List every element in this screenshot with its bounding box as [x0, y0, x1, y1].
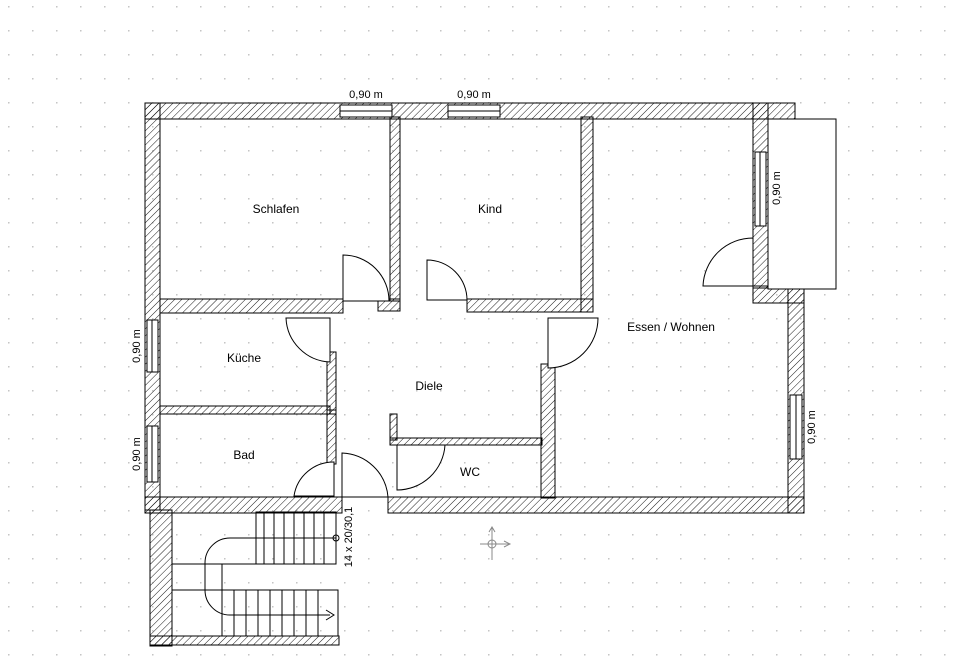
- dim-window-right-upper: 0,90 m: [771, 171, 783, 205]
- door-schlafen: [342, 254, 390, 302]
- door-bad: [293, 461, 335, 497]
- wall-wc-left-stub: [389, 413, 398, 441]
- room-label-schlafen: Schlafen: [253, 202, 300, 216]
- wall-stair-left: [149, 509, 173, 647]
- dim-window-left-upper: 0,90 m: [131, 329, 143, 363]
- room-label-bad: Bad: [233, 448, 254, 462]
- dim-stairs: 14 x 20/30,1: [343, 507, 355, 568]
- dim-window-top-left: 0,90 m: [349, 89, 383, 101]
- door-entrance: [341, 452, 389, 498]
- wall-bad-right: [326, 409, 337, 465]
- room-label-essen-wohnen: Essen / Wohnen: [627, 320, 715, 334]
- doors: [285, 237, 754, 498]
- dim-window-left-lower: 0,90 m: [131, 437, 143, 471]
- stairs-lower-run: [221, 589, 339, 637]
- dim-window-right-lower: 0,90 m: [806, 410, 818, 444]
- dim-window-top-mid: 0,90 m: [457, 89, 491, 101]
- crosshair-marker: [480, 526, 512, 560]
- wall-stair-bottom: [149, 635, 340, 646]
- room-label-diele: Diele: [415, 379, 443, 393]
- wall-kueche-bad: [159, 405, 331, 415]
- wall-kind-essen: [580, 116, 594, 313]
- wall-essen-left: [540, 363, 556, 499]
- wall-kind-bottom: [466, 298, 594, 313]
- door-wc: [396, 444, 446, 491]
- stairs: [172, 511, 340, 637]
- room-label-kind: Kind: [478, 202, 502, 216]
- door-balcony: [702, 237, 754, 287]
- wall-schlafen-bottom: [159, 298, 344, 314]
- room-label-kueche: Küche: [227, 351, 261, 365]
- door-kueche: [285, 317, 331, 363]
- room-label-wc: WC: [460, 465, 480, 479]
- windows: [146, 104, 803, 483]
- door-kind: [426, 259, 468, 301]
- stairs-walkline: [204, 537, 336, 616]
- stairs-arrow: [325, 609, 335, 621]
- balcony: [767, 118, 837, 290]
- wall-wc-top: [389, 437, 543, 446]
- wall-bottom: [387, 496, 805, 514]
- wall-bottom-left: [144, 496, 343, 514]
- door-essen: [547, 317, 599, 369]
- stairs-start-marker: [332, 534, 340, 542]
- wall-schlafen-kind: [389, 116, 401, 302]
